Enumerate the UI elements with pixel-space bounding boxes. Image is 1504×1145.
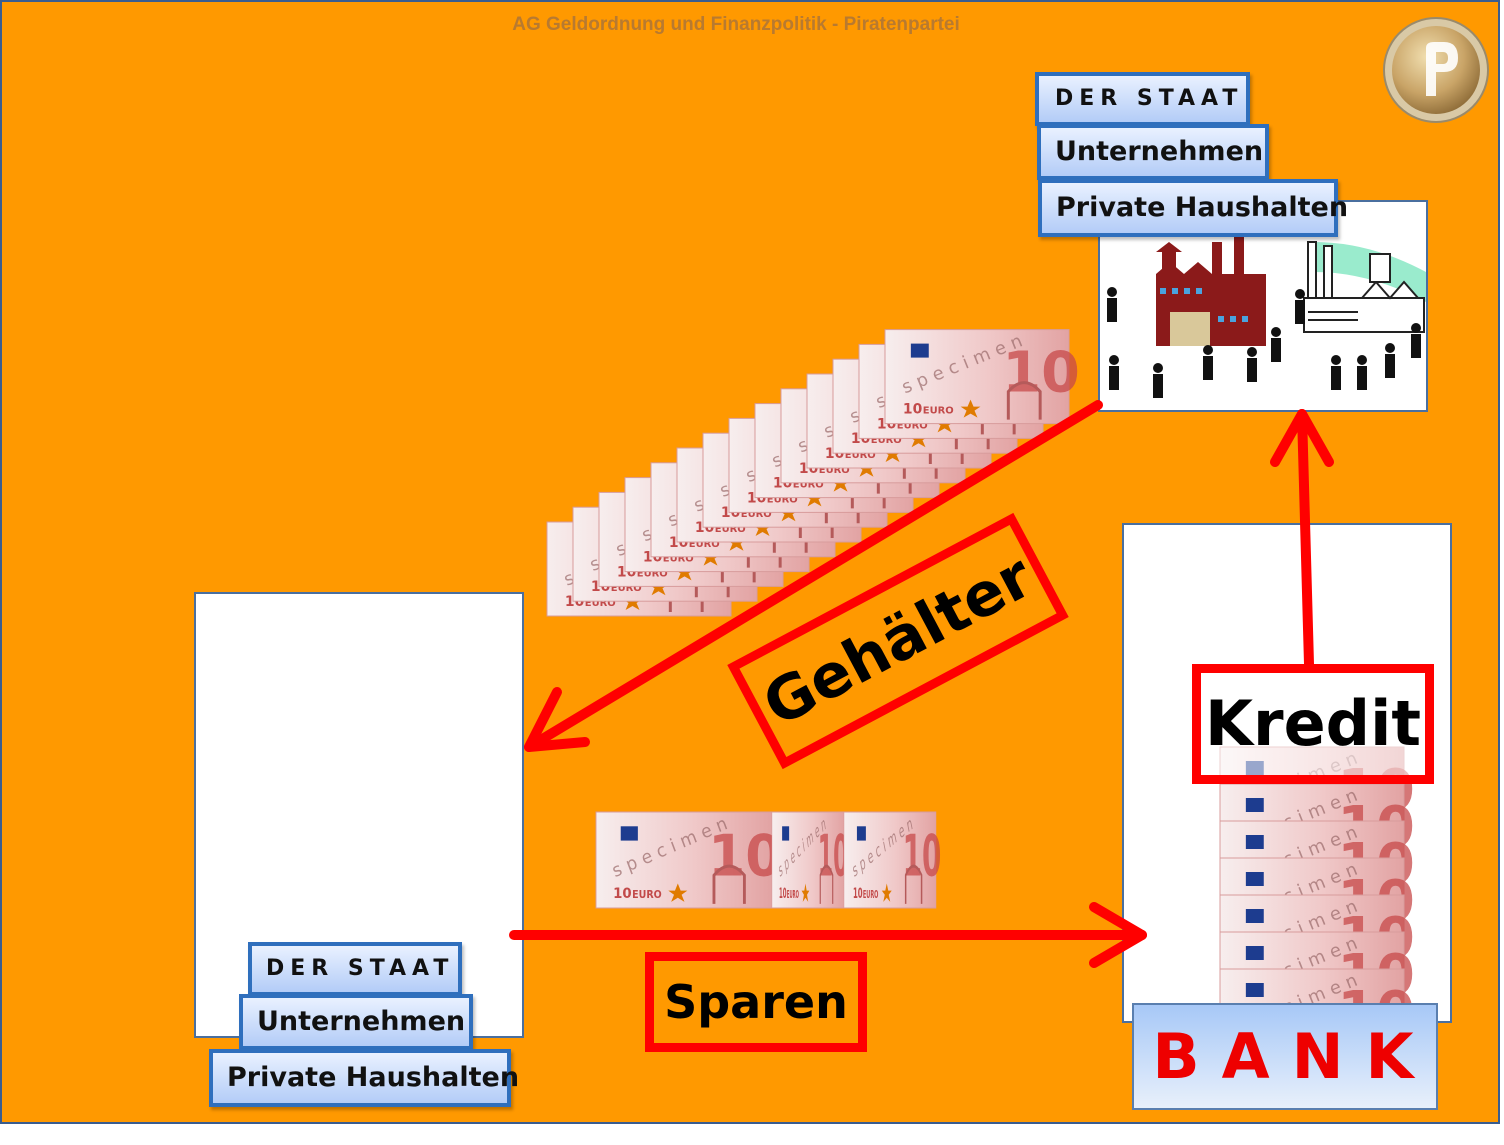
- label-unternehmen-bottom: Unternehmen: [239, 994, 473, 1050]
- label-der-staat-bottom: DER STAAT: [248, 942, 462, 996]
- gehaelter-arrow: [524, 400, 1103, 752]
- banknote: [594, 809, 784, 910]
- banknote: [883, 326, 1082, 426]
- banknotes-savings: [594, 809, 943, 910]
- label-der-staat-top: DER STAAT: [1035, 72, 1250, 126]
- kredit-arrowhead: [1270, 409, 1334, 467]
- slide: AG Geldordnung und Finanzpolitik - Pirat…: [0, 0, 1500, 1124]
- factories-and-people-icon: [1107, 232, 1426, 398]
- flow-arrows: [509, 400, 1334, 968]
- sparen-arrowhead: [1089, 902, 1147, 968]
- gehaelter-arrowhead: [524, 687, 590, 752]
- label-private-haushalten-top: Private Haushalten: [1038, 179, 1348, 237]
- banknote: [842, 810, 943, 910]
- sparen-text: Sparen: [664, 975, 848, 1029]
- page-title: AG Geldordnung und Finanzpolitik - Pirat…: [512, 14, 960, 35]
- kredit-text: Kredit: [1205, 687, 1421, 760]
- banknote: [770, 809, 850, 910]
- kredit-label: Kredit: [1192, 664, 1434, 784]
- kredit-arrow: [1297, 409, 1314, 669]
- bank-label: BANK: [1132, 1003, 1438, 1110]
- pirate-party-coin-icon: [1383, 17, 1489, 123]
- label-private-haushalten-bottom: Private Haushalten: [209, 1049, 519, 1107]
- flow-diagram: 10 10 EURO specimen: [509, 326, 1417, 1065]
- sparen-label: Sparen: [645, 952, 867, 1052]
- label-unternehmen-top: Unternehmen: [1037, 124, 1269, 180]
